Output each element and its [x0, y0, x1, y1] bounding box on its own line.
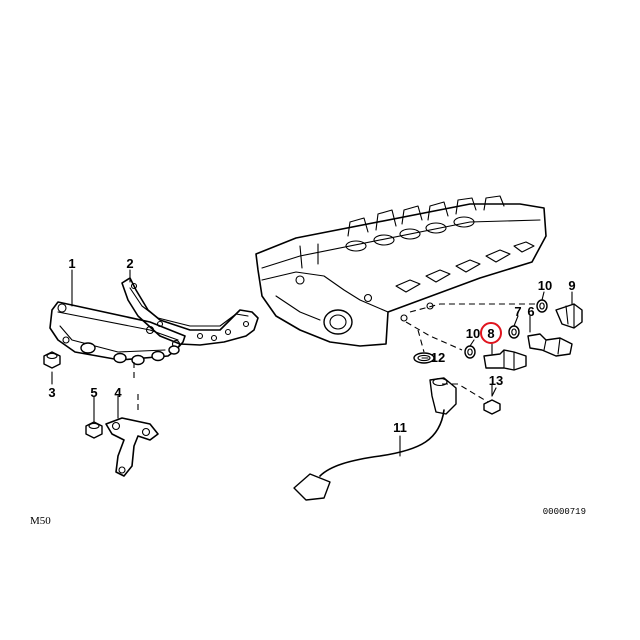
callout-leaders [51, 269, 573, 457]
callout-6: 6 [527, 304, 534, 319]
part-10-seal-ring-lower [464, 345, 476, 359]
drawing-number: 00000719 [543, 507, 586, 517]
part-13-bolt [483, 383, 501, 415]
callout-13: 13 [489, 373, 503, 388]
callout-10-lower: 10 [466, 326, 480, 341]
callout-7: 7 [514, 304, 521, 319]
callout-11: 11 [393, 420, 407, 435]
part-9-plug-screw [555, 303, 583, 329]
timing-cover-plate [49, 301, 186, 361]
model-code: M50 [30, 515, 51, 527]
callout-3: 3 [48, 385, 55, 400]
assembly-guide-lines [133, 303, 536, 412]
part-7-seal-ring [508, 325, 520, 339]
cover-bolts-and-bushings [80, 342, 180, 366]
timing-gasket [121, 277, 259, 346]
part-4-bracket [105, 417, 159, 477]
part-6-temperature-sensor [527, 333, 573, 357]
callout-10-upper: 10 [538, 278, 552, 293]
callout-4: 4 [114, 385, 122, 400]
callout-12: 12 [431, 350, 445, 365]
part-5-nut [85, 421, 103, 439]
callout-8: 8 [487, 326, 494, 341]
highlight-ring [480, 322, 502, 344]
cylinder-head [255, 195, 547, 347]
callout-2: 2 [126, 256, 133, 271]
part-10-seal-ring-upper [536, 299, 548, 313]
part-11-crankshaft-sensor [293, 377, 457, 501]
callout-5: 5 [90, 385, 97, 400]
part-8-temperature-switch [483, 349, 527, 371]
callout-9: 9 [568, 278, 575, 293]
part-3-nut [43, 351, 61, 369]
callout-1: 1 [68, 256, 75, 271]
